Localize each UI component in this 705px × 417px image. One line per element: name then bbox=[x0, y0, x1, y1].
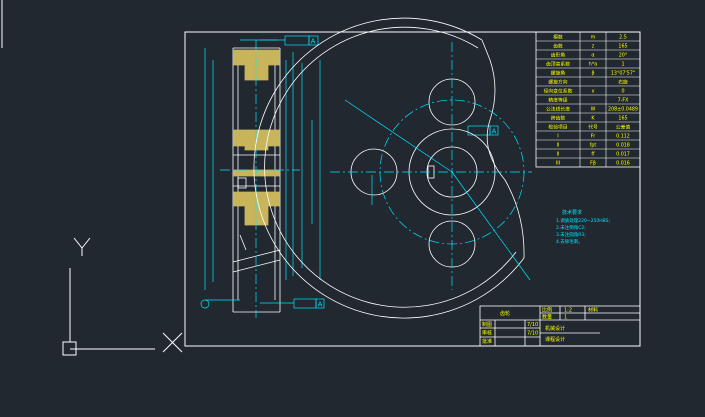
param-table-cell: 检验项目 bbox=[548, 124, 567, 131]
param-table-cell: 跨齿数 bbox=[551, 115, 566, 122]
param-table-cell: 2.5 bbox=[619, 35, 627, 41]
param-table-cell: β bbox=[591, 71, 594, 77]
param-table-cell: 精度等级 bbox=[548, 97, 567, 104]
param-table-cell: ff bbox=[591, 152, 595, 158]
param-table-cell: Fβ bbox=[590, 161, 596, 167]
title-block-text: 齿轮 比例 1:2 材料 数量 1 制图 审核 批准 7/10 7/10 机械设… bbox=[482, 307, 598, 346]
tb-part-name: 齿轮 bbox=[500, 310, 510, 317]
helix-line-2 bbox=[232, 259, 281, 273]
datum-label-top: A bbox=[311, 38, 316, 46]
section-view[interactable] bbox=[232, 47, 281, 313]
tb-approved-label: 批准 bbox=[482, 338, 492, 345]
tb-scale-label: 比例 bbox=[542, 307, 552, 314]
param-table-cell: 165 bbox=[618, 44, 627, 50]
notes-line-4: 4.去除毛刺。 bbox=[556, 238, 583, 245]
param-table-cell: 模数 bbox=[553, 34, 563, 41]
tb-date-2: 7/10 bbox=[527, 331, 538, 337]
param-table-cell: h*a bbox=[589, 62, 597, 68]
tb-qty-label: 数量 bbox=[542, 314, 552, 321]
title-block[interactable] bbox=[479, 305, 641, 347]
break-curve bbox=[486, 59, 525, 259]
keyway bbox=[237, 177, 247, 189]
gear-parameter-table[interactable]: 模数 m 2.5 齿数 z 165 齿形角 α 20° 齿顶高系数 h*a 1 螺旋角 β 13°07'57… bbox=[535, 31, 641, 168]
radius-leader-upper bbox=[344, 99, 453, 173]
hatch-top-rim bbox=[233, 49, 280, 81]
gdt-frame-top[interactable] bbox=[284, 35, 319, 46]
param-table-cell: III bbox=[556, 161, 560, 167]
param-table-cell: 螺旋角 bbox=[551, 70, 566, 77]
param-table-cell: K bbox=[591, 116, 595, 122]
param-table-cell: 208±0.0489 bbox=[608, 107, 638, 113]
dimensions-section[interactable]: A A A bbox=[200, 35, 499, 318]
technical-notes: 技术要求 1.调质处理220~250HBS; 2.未注倒角C2; 3.未注圆角R… bbox=[556, 209, 610, 245]
notes-line-3: 3.未注圆角R3; bbox=[556, 231, 586, 238]
ucs-origin-box bbox=[62, 341, 77, 356]
param-table-cell: 齿形角 bbox=[551, 52, 566, 59]
break-line-1 bbox=[481, 39, 491, 61]
tb-school-line-2: 课程设计 bbox=[545, 336, 565, 343]
param-table-cell: 1 bbox=[621, 62, 624, 68]
gear-tip-circle bbox=[253, 17, 525, 319]
ucs-y-glyph bbox=[73, 237, 91, 256]
param-table-cell: Fr bbox=[591, 134, 595, 140]
tb-date-1: 7/10 bbox=[527, 322, 538, 328]
front-view[interactable] bbox=[253, 17, 525, 319]
tb-checked-label: 审核 bbox=[482, 330, 492, 337]
param-table-cell: 20° bbox=[619, 53, 628, 59]
param-table-cell: 13°07'57" bbox=[611, 71, 635, 77]
gdt-frame-middle[interactable] bbox=[467, 125, 499, 136]
param-table-cell: 0.017 bbox=[616, 152, 630, 158]
tb-qty-value: 1 bbox=[564, 315, 567, 321]
param-table-cell: 齿数 bbox=[553, 43, 563, 50]
hatch-hub bbox=[233, 169, 280, 177]
param-table-cell: 公差值 bbox=[616, 124, 631, 131]
datum-label-middle: A bbox=[492, 128, 497, 136]
param-table-cell: 齿顶高系数 bbox=[546, 61, 570, 68]
param-table-cell: 0.112 bbox=[616, 134, 630, 140]
param-table-cell: W bbox=[591, 107, 596, 113]
notes-line-2: 2.未注倒角C2; bbox=[556, 224, 586, 231]
param-table-cell: 公法线长度 bbox=[546, 106, 570, 113]
param-table-cell: fpt bbox=[590, 143, 597, 149]
hatch-regions bbox=[233, 49, 280, 226]
datum-circle bbox=[200, 299, 210, 309]
param-table-cell: z bbox=[592, 45, 595, 50]
param-table-cell: 0.016 bbox=[616, 161, 630, 167]
param-table-cell: II bbox=[557, 152, 560, 158]
gdt-frame-bottom[interactable] bbox=[293, 298, 325, 309]
detail-line bbox=[239, 234, 247, 251]
front-view-centerlines bbox=[330, 42, 532, 290]
param-table-cell: 代号 bbox=[588, 124, 598, 131]
param-table-cell: 0 bbox=[621, 89, 624, 95]
hatch-web-lower bbox=[233, 191, 280, 226]
param-table-cell: 右旋 bbox=[618, 79, 628, 86]
ucs-x-glyph bbox=[162, 332, 183, 353]
param-table-cell: 165 bbox=[618, 116, 627, 122]
param-table-cell: II bbox=[557, 143, 560, 149]
tb-drawn-label: 制图 bbox=[482, 321, 492, 328]
notes-line-1: 1.调质处理220~250HBS; bbox=[556, 217, 610, 224]
param-table-cell: 7-FX bbox=[618, 98, 630, 104]
param-table-cell: 径向变位系数 bbox=[544, 88, 573, 95]
tb-material-label: 材料 bbox=[588, 307, 598, 314]
param-table-cell: α bbox=[591, 54, 594, 59]
notes-title: 技术要求 bbox=[562, 209, 582, 216]
param-table-cell: 螺旋方向 bbox=[548, 79, 567, 86]
gear-root-circle bbox=[264, 26, 517, 308]
param-table-cell: I bbox=[557, 134, 558, 140]
param-table-cell: m bbox=[591, 36, 596, 41]
param-table-cell: 0.018 bbox=[616, 143, 630, 149]
helix-line-1 bbox=[232, 249, 281, 263]
datum-label-bottom: A bbox=[318, 301, 323, 309]
tb-scale-value: 1:2 bbox=[564, 308, 572, 314]
drawing-border bbox=[184, 31, 641, 347]
radius-leader-lower bbox=[451, 171, 531, 281]
tb-school-line-1: 机械设计 bbox=[545, 325, 565, 332]
ucs-icon bbox=[62, 237, 183, 356]
param-table-cell: x bbox=[592, 90, 595, 95]
